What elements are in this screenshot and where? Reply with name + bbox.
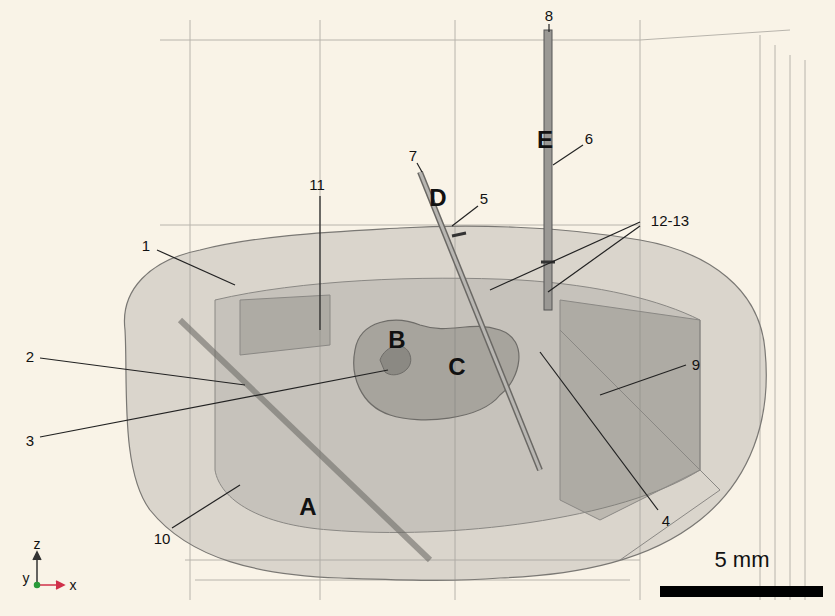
callout-label: 10: [154, 531, 171, 546]
callout-label: 9: [692, 357, 700, 372]
callout-label: 3: [26, 433, 34, 448]
axis-triad: [33, 552, 64, 589]
slab-edge: [560, 330, 720, 560]
callout-label: 12-13: [651, 213, 689, 228]
slab-face: [240, 295, 330, 355]
callout-label: 1: [142, 238, 150, 253]
callout-label: 7: [409, 148, 417, 163]
callout-label: C: [448, 355, 465, 379]
callout-label: D: [429, 186, 446, 210]
callout-label: 6: [585, 131, 593, 146]
callout-label: 2: [26, 349, 34, 364]
callout-label: 5: [480, 191, 488, 206]
axis-label: y: [23, 571, 30, 585]
slab-edge: [180, 320, 430, 560]
electrode-d: [420, 172, 540, 470]
scale-label: 5 mm: [715, 549, 770, 571]
hippocampus-region: [354, 320, 519, 420]
callout-label: 11: [309, 177, 325, 192]
axis-label: x: [70, 578, 77, 592]
leader-lines: [40, 24, 686, 528]
callout-label: A: [299, 495, 316, 519]
callout-label: B: [388, 328, 405, 352]
callout-label: E: [537, 128, 553, 152]
electrode-e: [541, 30, 555, 310]
callout-label: 8: [545, 8, 553, 23]
tissue-slab: [215, 278, 700, 532]
axis-label: z: [34, 537, 41, 551]
brain-outline: [124, 226, 766, 580]
scale-bar: [660, 586, 823, 597]
slab-face: [560, 300, 700, 520]
callout-label: 4: [662, 513, 670, 528]
